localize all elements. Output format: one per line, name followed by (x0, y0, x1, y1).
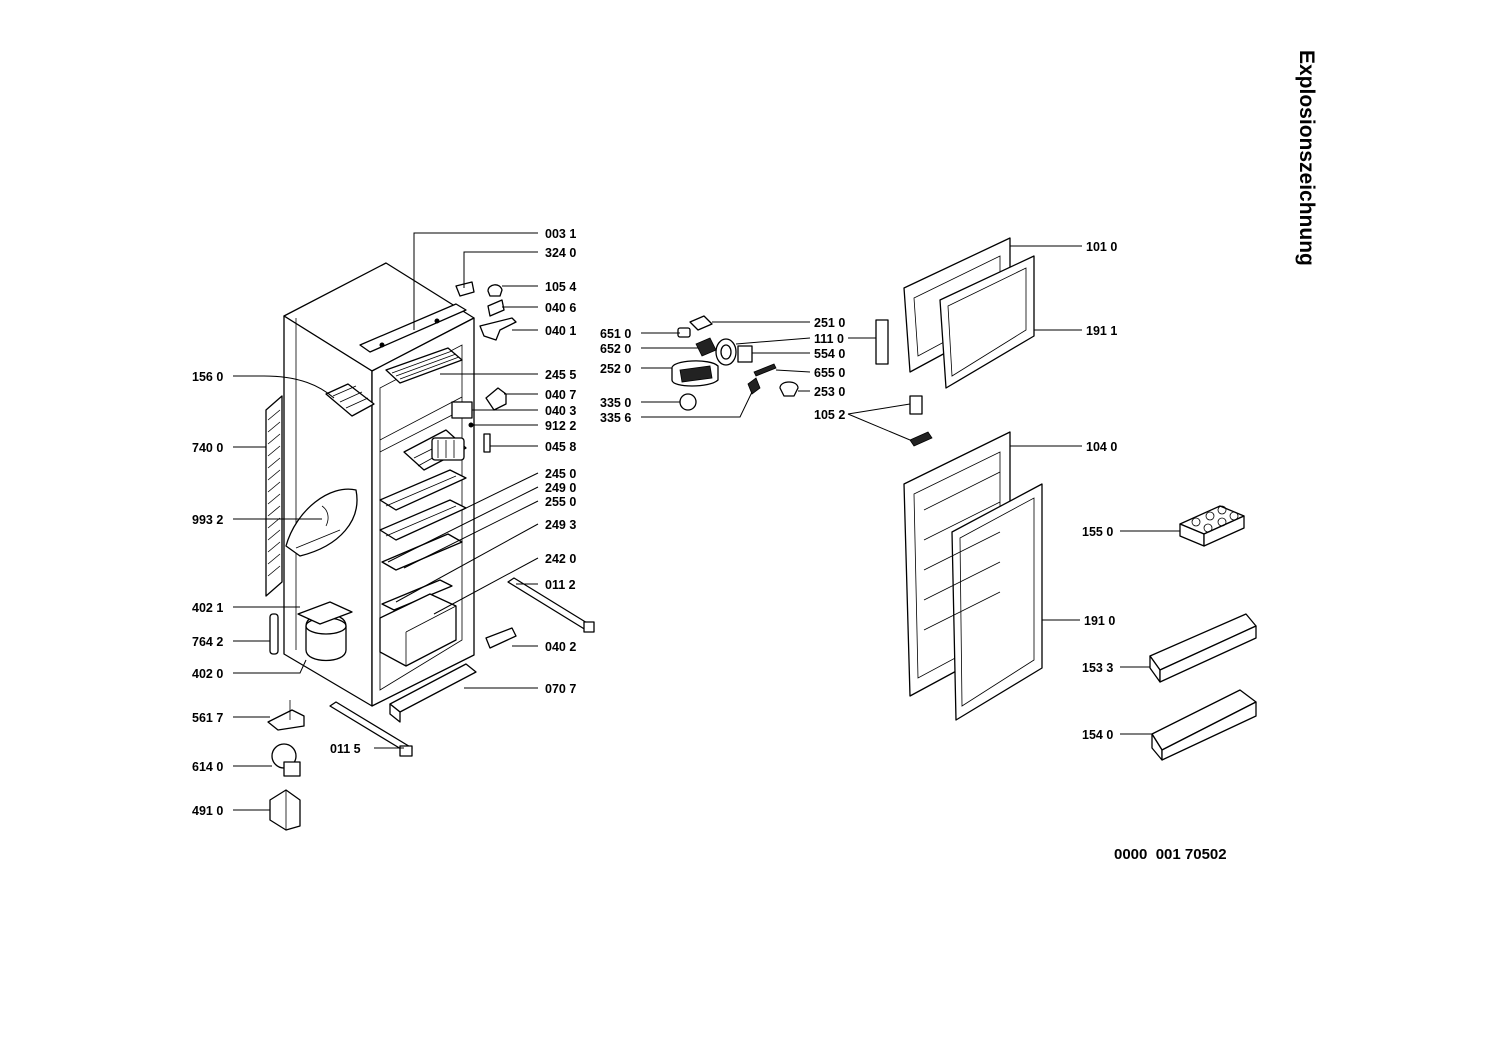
label-4020: 402 0 (192, 667, 223, 681)
ice-tray (325, 383, 375, 417)
label-7400: 740 0 (192, 441, 223, 455)
label-6140: 614 0 (192, 760, 223, 774)
compressor (297, 601, 353, 662)
freezer-shelf (385, 347, 463, 384)
label-0403: 040 3 (545, 404, 576, 418)
label-0407: 040 7 (545, 388, 576, 402)
label-1010: 101 0 (1086, 240, 1117, 254)
freezer-door (875, 237, 1035, 447)
label-0707: 070 7 (545, 682, 576, 696)
label-1540: 154 0 (1082, 728, 1113, 742)
label-1110: 111 0 (814, 332, 844, 346)
part-labels: 003 1 324 0 105 4 040 6 040 1 245 5 040 … (192, 227, 1117, 818)
bottom-rail-front (389, 663, 477, 723)
top-hinge-cover (359, 303, 467, 353)
filter-drier (269, 613, 279, 655)
label-2490: 249 0 (545, 481, 576, 495)
door-shelf-upper (1149, 613, 1257, 683)
label-2530: 253 0 (814, 385, 845, 399)
label-1550: 155 0 (1082, 525, 1113, 539)
label-4910: 491 0 (192, 804, 223, 818)
label-7642: 764 2 (192, 635, 223, 649)
label-0115: 011 5 (330, 742, 361, 756)
door-rail-lower (329, 701, 413, 757)
label-0406: 040 6 (545, 301, 576, 315)
drain-detail-bubble (285, 488, 358, 557)
label-2450: 245 0 (545, 467, 576, 481)
label-1910: 191 0 (1084, 614, 1115, 628)
label-1533: 153 3 (1082, 661, 1113, 675)
label-4021: 402 1 (192, 601, 223, 615)
label-5540: 554 0 (814, 347, 845, 361)
label-3240: 324 0 (545, 246, 576, 260)
label-1054: 105 4 (545, 280, 576, 294)
label-5617: 561 7 (192, 711, 223, 725)
label-9932: 993 2 (192, 513, 223, 527)
label-6510: 651 0 (600, 327, 631, 341)
hinge-parts-right (455, 281, 517, 649)
condenser-coil (265, 395, 283, 597)
small-parts-left (267, 700, 305, 831)
label-2510: 251 0 (814, 316, 845, 330)
label-6520: 652 0 (600, 342, 631, 356)
door-shelf-lower (1151, 689, 1257, 761)
label-1052: 105 2 (814, 408, 845, 422)
thermostat-assembly (671, 315, 799, 411)
thermostat-housing-small (431, 401, 473, 461)
label-3356: 335 6 (600, 411, 631, 425)
fridge-door (903, 431, 1043, 721)
label-2550: 255 0 (545, 495, 576, 509)
door-rail-upper (507, 577, 595, 633)
label-0031: 003 1 (545, 227, 576, 241)
label-0458: 045 8 (545, 440, 576, 454)
label-6550: 655 0 (814, 366, 845, 380)
label-2420: 242 0 (545, 552, 576, 566)
label-1040: 104 0 (1086, 440, 1117, 454)
label-0112: 011 2 (545, 578, 576, 592)
label-0402: 040 2 (545, 640, 576, 654)
label-3350: 335 0 (600, 396, 631, 410)
label-2520: 252 0 (600, 362, 631, 376)
leader-lines (233, 232, 1180, 811)
label-2455: 245 5 (545, 368, 576, 382)
label-0401: 040 1 (545, 324, 576, 338)
label-9122: 912 2 (545, 419, 576, 433)
document-number: 0000 001 70502 (1114, 846, 1227, 863)
egg-tray (1179, 505, 1245, 547)
label-1911: 191 1 (1086, 324, 1117, 338)
label-2493: 249 3 (545, 518, 576, 532)
label-1560: 156 0 (192, 370, 223, 384)
